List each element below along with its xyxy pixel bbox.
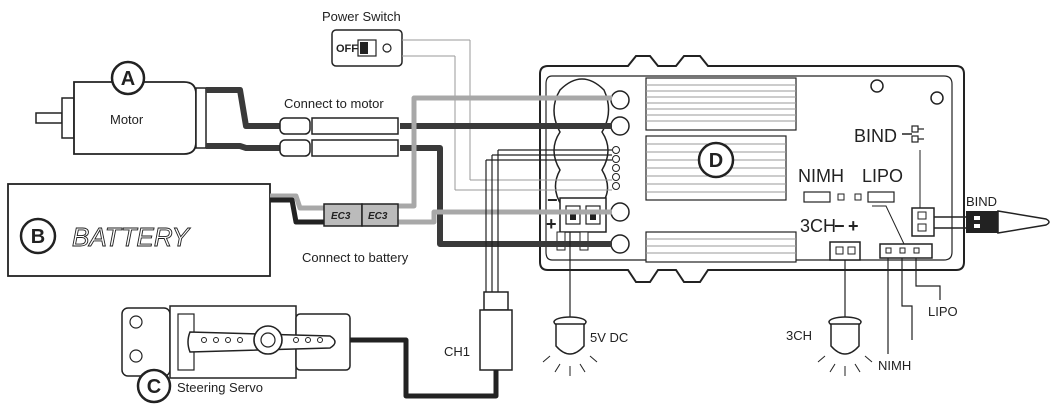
ch1-label: CH1 [444,344,470,359]
bind-label-top: BIND [854,126,897,146]
ec3-right-label: EC3 [368,211,388,222]
three-ch-led-label: 3CH [786,328,812,343]
callout-a [110,60,146,96]
connect-battery-label: Connect to battery [302,250,409,265]
callout-a-letter: A [121,68,135,90]
nimh-label-bottom: NIMH [878,358,911,373]
callout-b-letter: B [31,226,45,248]
mount-hole [930,91,944,105]
mode-connector [879,243,933,259]
battery-wires [270,95,612,225]
lipo-label-bottom: LIPO [928,304,958,319]
power-switch-label: Power Switch [322,9,401,24]
signal-pins [612,146,620,190]
servo-wire [350,337,499,399]
terminal-post [610,202,630,222]
esc-unit: − + BIND NIMH LIPO 3CH − + [539,55,965,283]
three-ch-port [829,241,861,261]
led-5v [542,232,598,376]
three-ch-port-label: 3CH [800,216,836,236]
steering-servo-label: Steering Servo [177,380,263,395]
bind-icon [902,125,924,143]
bind-port [911,207,935,237]
battery-label: BATTERY [72,222,191,252]
polarity-plus-3ch: + [848,216,859,236]
motor-label: Motor [110,112,144,127]
battery-mode-selector [803,191,895,203]
terminal-post [610,234,630,254]
polarity-plus-left: + [546,214,557,234]
heatsink-top [645,77,797,131]
callout-d-letter: D [709,150,723,172]
led-3ch [817,260,873,376]
power-switch: OFF [331,29,612,191]
heatsink-bottom [645,231,797,263]
ec3-left-label: EC3 [331,211,351,222]
lipo-label-top: LIPO [862,166,903,186]
motor [35,81,207,155]
bind-label-antenna: BIND [966,194,997,209]
callout-b [19,217,57,255]
polarity-minus-3ch: − [834,216,845,236]
callout-d [697,141,735,179]
polarity-minus-left: − [547,190,558,210]
terminal-post [610,90,630,110]
ch1-plug [479,149,612,371]
bind-plug [934,210,1050,234]
mount-hole [870,79,884,93]
steering-servo [121,305,351,379]
nimh-label-top: NIMH [798,166,844,186]
terminal-post [610,116,630,136]
five-v-dc-label: 5V DC [590,330,628,345]
mode-leads [887,258,941,354]
motor-connectors [279,117,399,157]
connect-motor-label: Connect to motor [284,96,384,111]
ec3-connector: EC3 EC3 [323,203,399,227]
callout-c-letter: C [147,376,161,398]
motor-wires [206,87,612,247]
callout-c [136,368,172,404]
switch-off-label: OFF [336,43,358,55]
